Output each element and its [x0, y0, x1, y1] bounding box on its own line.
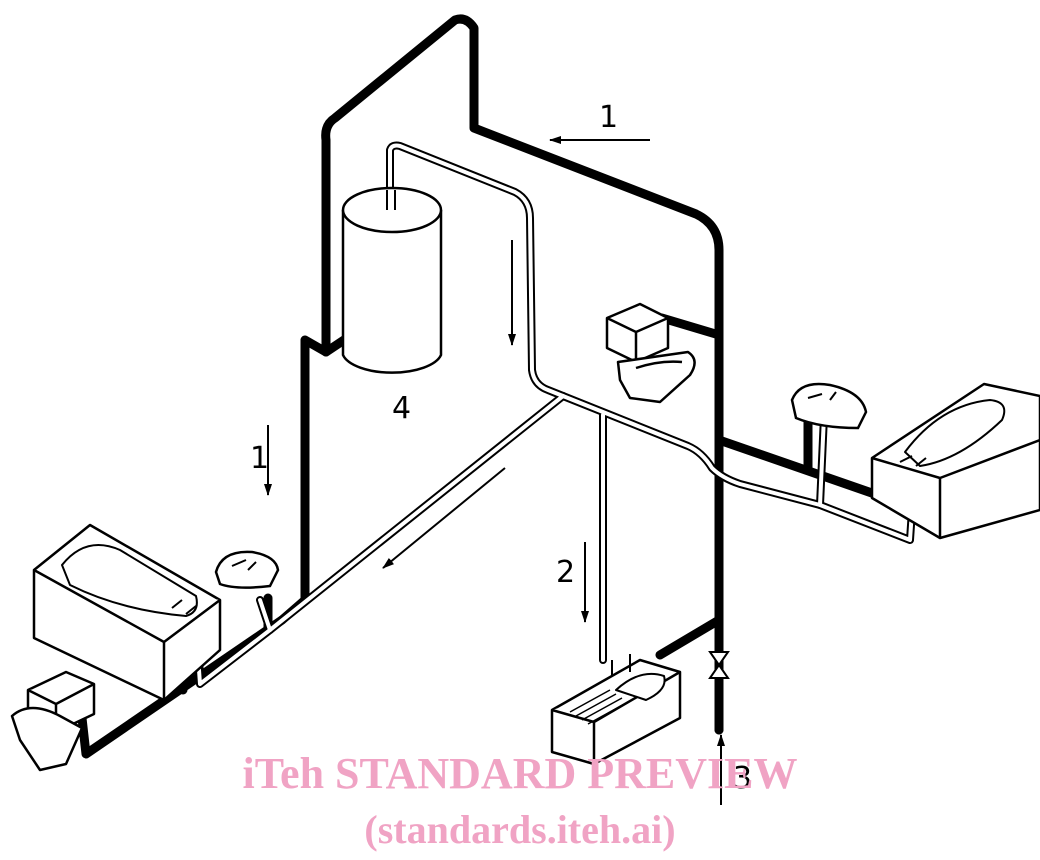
watermark-line1: iTeh STANDARD PREVIEW	[242, 749, 798, 798]
label-cold-left: 1	[250, 441, 269, 476]
bath-left	[32, 523, 222, 702]
label-hot: 2	[556, 555, 575, 590]
label-cold-top: 1	[599, 100, 618, 135]
label-inlet: 3	[733, 761, 752, 796]
arrow-hot-diagonal	[382, 467, 506, 569]
wc-left	[10, 670, 96, 772]
basin-right	[790, 382, 868, 430]
bath-right	[870, 382, 1040, 540]
inlet-valve	[708, 651, 730, 679]
wc-right	[605, 302, 696, 404]
kitchen-sink	[550, 654, 682, 766]
cold-main-riser	[277, 14, 724, 735]
flow-arrows	[264, 136, 725, 805]
watermark-line2: (standards.iteh.ai)	[364, 807, 676, 852]
basin-left	[214, 550, 280, 589]
water-heater	[341, 186, 443, 374]
cold-right-wc	[657, 313, 724, 340]
label-heater: 4	[392, 391, 411, 426]
cold-sink-branch	[655, 615, 724, 660]
